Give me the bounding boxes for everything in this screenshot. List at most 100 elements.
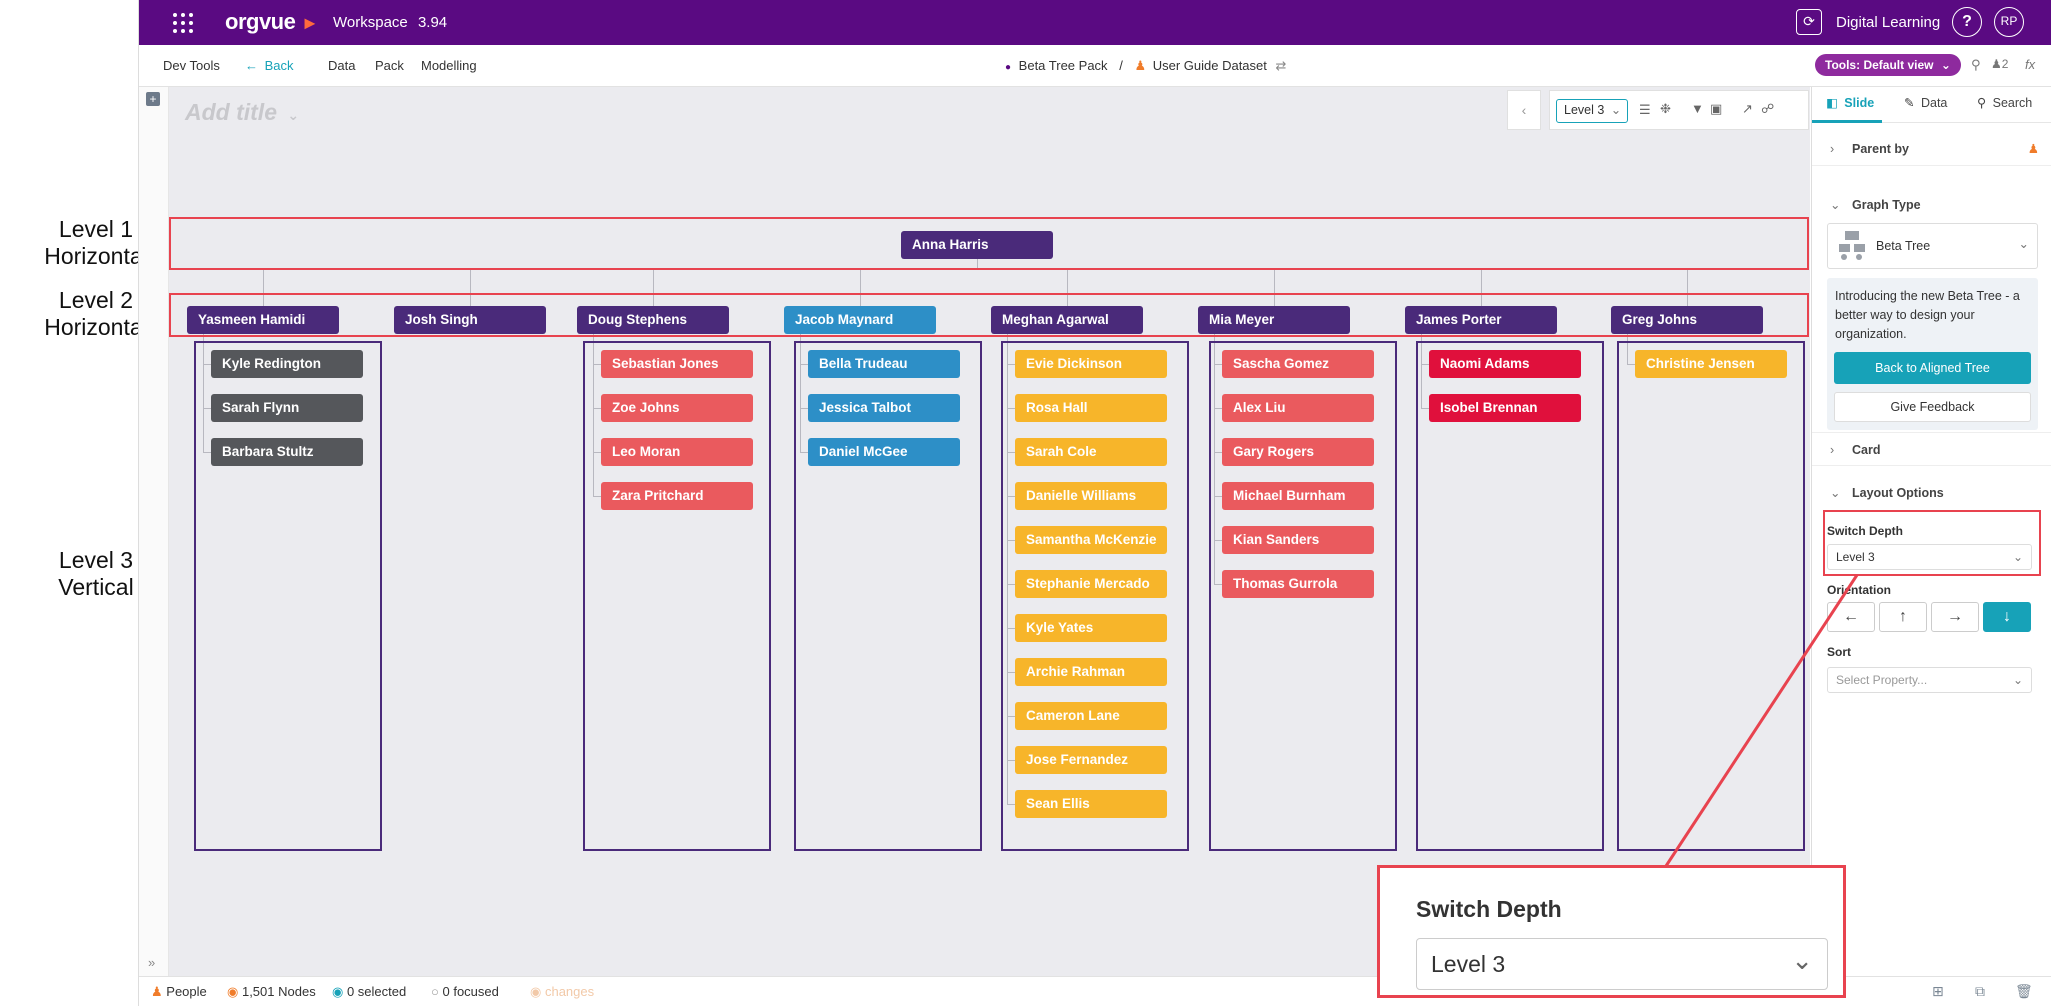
section-card[interactable]: › Card	[1812, 432, 2051, 466]
tree-node-level3[interactable]: Michael Burnham	[1222, 482, 1374, 510]
status-changes[interactable]: ◉ changes	[530, 984, 594, 1000]
section-graph-type[interactable]: ⌄ Graph Type	[1812, 188, 2051, 222]
collapse-toolbar-button[interactable]: ‹	[1507, 90, 1541, 130]
tree-node-level3[interactable]: Thomas Gurrola	[1222, 570, 1374, 598]
tree-node-level3[interactable]: Sascha Gomez	[1222, 350, 1374, 378]
add-slide-icon[interactable]: ⊞	[1932, 983, 1944, 999]
tree-node-level3[interactable]: Evie Dickinson	[1015, 350, 1167, 378]
add-panel-icon[interactable]: +	[146, 92, 160, 106]
title-placeholder: Add title	[185, 99, 277, 125]
sync-button[interactable]: ⟳	[1796, 9, 1822, 35]
tree-node-level3[interactable]: Sarah Flynn	[211, 394, 363, 422]
expand-icon[interactable]: »	[148, 955, 156, 970]
tree-node-level3[interactable]: Jose Fernandez	[1015, 746, 1167, 774]
section-layout-options[interactable]: ⌄ Layout Options	[1812, 476, 2051, 510]
people-count[interactable]: ♟2	[1991, 57, 2008, 71]
tree-node-level3[interactable]: Sean Ellis	[1015, 790, 1167, 818]
tree-node-level3[interactable]: Samantha McKenzie	[1015, 526, 1167, 554]
tree-node-level2[interactable]: Greg Johns	[1611, 306, 1763, 334]
tree-node-level3[interactable]: Bella Trudeau	[808, 350, 960, 378]
filter-icon[interactable]: ▼	[1691, 101, 1704, 116]
tree-node-level3[interactable]: Cameron Lane	[1015, 702, 1167, 730]
tree-node-level3[interactable]: Kyle Yates	[1015, 614, 1167, 642]
tree-node-level3[interactable]: Rosa Hall	[1015, 394, 1167, 422]
menu-data[interactable]: Data	[328, 58, 356, 73]
orientation-right-button[interactable]: →	[1931, 602, 1979, 632]
org-name[interactable]: Digital Learning	[1836, 14, 1941, 31]
tree-node-level3[interactable]: Christine Jensen	[1635, 350, 1787, 378]
switch-depth-select[interactable]: Level 3 ⌄	[1827, 544, 2032, 570]
give-feedback-button[interactable]: Give Feedback	[1834, 392, 2031, 422]
title-input[interactable]: Add title ⌄	[185, 99, 299, 126]
tree-node-level3[interactable]: Zoe Johns	[601, 394, 753, 422]
menu-pack[interactable]: Pack	[375, 58, 404, 73]
orientation-down-button[interactable]: ↓	[1983, 602, 2031, 632]
status-nodes[interactable]: ◉ 1,501 Nodes	[227, 984, 316, 1000]
menu-modelling[interactable]: Modelling	[421, 58, 477, 73]
tree-node-level3[interactable]: Leo Moran	[601, 438, 753, 466]
tree-node-level3[interactable]: Sarah Cole	[1015, 438, 1167, 466]
delete-slide-icon[interactable]: 🗑	[2015, 983, 2033, 999]
section-parent-by[interactable]: › Parent by ♟	[1812, 132, 2051, 166]
apps-grid-icon[interactable]	[172, 12, 194, 34]
tab-data[interactable]: ✎ Data	[1904, 95, 1947, 110]
tree-node-level3[interactable]: Barbara Stultz	[211, 438, 363, 466]
menu-dev-tools[interactable]: Dev Tools	[163, 58, 220, 73]
connector-line	[1007, 452, 1015, 453]
tree-node-level2[interactable]: Doug Stephens	[577, 306, 729, 334]
tools-view-button[interactable]: Tools: Default view ⌄	[1815, 54, 1961, 76]
tree-node-level3[interactable]: Jessica Talbot	[808, 394, 960, 422]
share-icon[interactable]: ☍	[1761, 101, 1775, 116]
tree-node-level3[interactable]: Sebastian Jones	[601, 350, 753, 378]
tree-node-level3[interactable]: Kian Sanders	[1222, 526, 1374, 554]
level-select[interactable]: Level 3 ⌄	[1556, 99, 1628, 123]
tree-node-level2[interactable]: Josh Singh	[394, 306, 546, 334]
tree-node-level3[interactable]: Daniel McGee	[808, 438, 960, 466]
tree-canvas[interactable]: Add title ⌄ ‹ Level 3 ⌄ ☰ ❉ ▼ ▣ ↗ ☍ Anna…	[169, 87, 1810, 976]
tree-node-level3[interactable]: Isobel Brennan	[1429, 394, 1581, 422]
tree-node-level2[interactable]: James Porter	[1405, 306, 1557, 334]
back-to-aligned-tree-button[interactable]: Back to Aligned Tree	[1834, 352, 2031, 384]
status-people[interactable]: ♟ People	[151, 984, 207, 1000]
people-count-value: 2	[2001, 57, 2009, 71]
tab-search[interactable]: ⚲ Search	[1977, 95, 2032, 110]
graph-type-select[interactable]: Beta Tree ⌄	[1827, 223, 2038, 269]
help-button[interactable]: ?	[1952, 7, 1982, 37]
tree-node-level3[interactable]: Stephanie Mercado	[1015, 570, 1167, 598]
status-people-label: People	[166, 984, 207, 999]
breadcrumb-pack[interactable]: Beta Tree Pack	[1018, 58, 1108, 73]
tree-node-level2[interactable]: Meghan Agarwal	[991, 306, 1143, 334]
tree-node-level3[interactable]: Naomi Adams	[1429, 350, 1581, 378]
tree-node-level3[interactable]: Zara Pritchard	[601, 482, 753, 510]
arrow-up-icon: ↑	[1899, 608, 1907, 625]
annotation-level2-line1: Level 2	[58, 287, 134, 313]
tree-node-level2[interactable]: Jacob Maynard	[784, 306, 936, 334]
status-focused[interactable]: ○ 0 focused	[431, 984, 499, 999]
orientation-up-button[interactable]: ↑	[1879, 602, 1927, 632]
tree-node-level3[interactable]: Gary Rogers	[1222, 438, 1374, 466]
duplicate-slide-icon[interactable]: ⧉	[1975, 983, 1985, 999]
tree-node-level3[interactable]: Archie Rahman	[1015, 658, 1167, 686]
pin-icon[interactable]: ⚲	[1971, 57, 1981, 72]
export-icon[interactable]: ↗	[1742, 101, 1753, 116]
tree-node-level3[interactable]: Alex Liu	[1222, 394, 1374, 422]
breadcrumb-dataset[interactable]: User Guide Dataset	[1152, 58, 1267, 73]
tree-node-root[interactable]: Anna Harris	[901, 231, 1053, 259]
tree-node-level2[interactable]: Mia Meyer	[1198, 306, 1350, 334]
avatar[interactable]: RP	[1994, 7, 2024, 37]
connector-line	[1274, 269, 1275, 306]
formula-button[interactable]: fx	[2025, 57, 2036, 72]
tab-slide[interactable]: ◧ Slide	[1826, 95, 1874, 110]
tree-node-level3[interactable]: Danielle Williams	[1015, 482, 1167, 510]
status-selected[interactable]: ◉ 0 selected	[332, 984, 406, 1000]
tree-node-level2[interactable]: Yasmeen Hamidi	[187, 306, 339, 334]
menu-back[interactable]: ← Back	[245, 58, 294, 73]
sort-select[interactable]: Select Property... ⌄	[1827, 667, 2032, 693]
connector-line	[593, 496, 601, 497]
connector-line	[1214, 540, 1222, 541]
palette-icon[interactable]: ❉	[1660, 101, 1671, 116]
list-icon[interactable]: ☰	[1639, 102, 1651, 117]
comment-icon[interactable]: ▣	[1710, 101, 1723, 116]
swap-icon[interactable]: ⇄	[1275, 58, 1287, 73]
tree-node-level3[interactable]: Kyle Redington	[211, 350, 363, 378]
